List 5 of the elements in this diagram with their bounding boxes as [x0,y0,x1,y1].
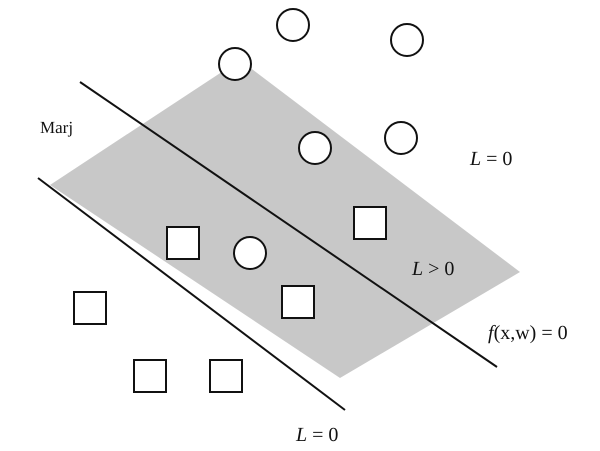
line-label: f(x,w) = 0 [488,322,568,345]
region-label: L = 0 [470,148,512,171]
margin-label: Marj [40,118,74,138]
region-label: L > 0 [412,258,454,281]
region-label: L = 0 [296,424,338,447]
